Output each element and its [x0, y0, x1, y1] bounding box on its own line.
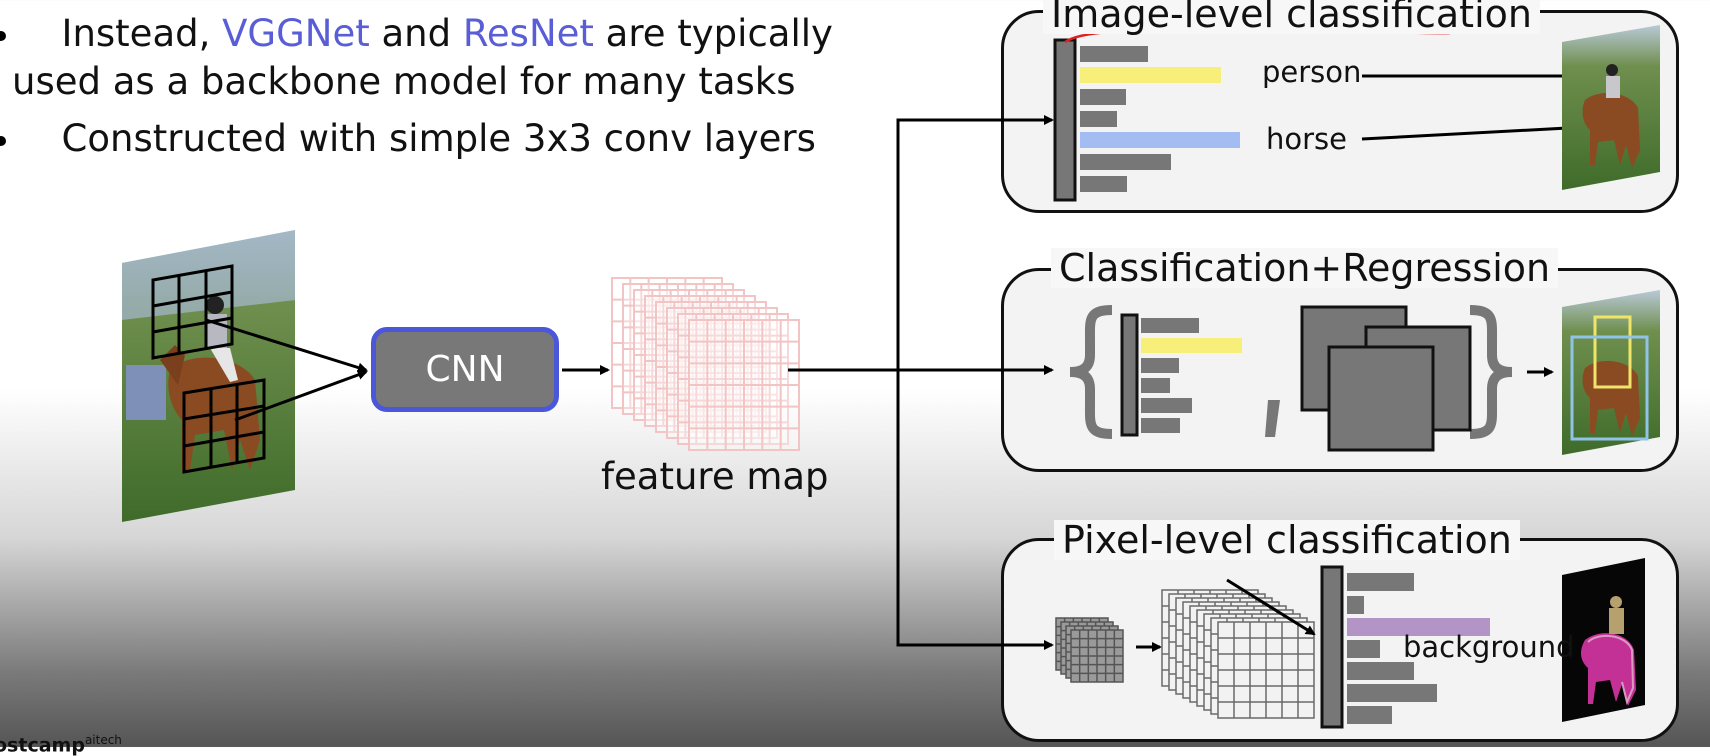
arrow-to-pixel-level — [896, 592, 1054, 650]
bullet-line-3: Constructed with simple 3x3 conv layers — [0, 117, 816, 161]
pixel-level-bars — [1347, 573, 1490, 724]
box-stack — [1300, 305, 1472, 452]
label-background: background — [1403, 630, 1575, 664]
arrow-upper-to-cnn — [205, 318, 368, 373]
grid-layer — [644, 295, 756, 427]
cnn-block: CNN — [371, 327, 559, 412]
feature-map-label: feature map — [601, 455, 829, 498]
pixel-level-title: Pixel-level classification — [1054, 520, 1520, 560]
small-feature-cube — [1055, 617, 1124, 683]
horse-photo — [122, 230, 295, 522]
large-feature-cube — [1161, 589, 1315, 719]
image-level-thumbnail — [1562, 25, 1660, 190]
image-level-bars — [1080, 46, 1240, 192]
bullet-dot-icon — [0, 30, 6, 41]
left-brace — [1069, 305, 1113, 439]
bullet-line-1: Instead, VGGNet and ResNet are typically — [0, 12, 833, 56]
image-level-title: Image-level classification — [1043, 0, 1540, 34]
receptive-field-grid-upper — [151, 264, 234, 360]
bullet-line-2: used as a backbone model for many tasks — [12, 60, 796, 103]
cls-reg-vector — [1120, 313, 1139, 437]
feature-map-stack — [611, 277, 800, 451]
arrow-to-pixel-vector — [1226, 578, 1316, 636]
grid-layer — [666, 307, 778, 439]
grid-layer — [1070, 629, 1124, 683]
arrow-to-image-level — [896, 115, 1054, 592]
segmentation-thumbnail — [1562, 558, 1645, 722]
arrow-lower-to-cnn — [234, 370, 368, 422]
grid-layer — [688, 319, 800, 451]
cls-reg-bars — [1141, 318, 1242, 433]
pixel-level-vector — [1320, 565, 1344, 729]
cls-reg-title: Classification+Regression — [1051, 248, 1559, 288]
vggnet-link: VGGNet — [222, 12, 370, 55]
boostcamp-logo: ostcampaitech — [0, 733, 122, 756]
resnet-link: ResNet — [462, 12, 594, 55]
receptive-field-grid-lower — [182, 378, 266, 474]
bullet-dot-icon — [0, 135, 6, 146]
grid-layer — [1217, 621, 1315, 719]
label-horse: horse — [1266, 122, 1347, 156]
grid-layer — [677, 313, 789, 445]
grid-layer — [655, 301, 767, 433]
cls-reg-thumbnail — [1562, 290, 1660, 455]
image-level-vector — [1053, 38, 1077, 202]
comma-glyph — [1265, 400, 1280, 437]
right-brace — [1469, 305, 1513, 439]
label-person: person — [1262, 55, 1362, 89]
